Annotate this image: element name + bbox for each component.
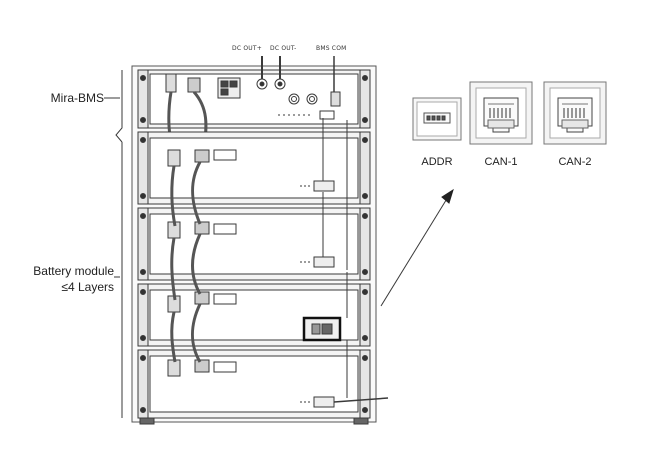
dc-out-minus-label: DC OUT- [270, 45, 297, 52]
bms-bracket [115, 70, 123, 143]
battery-module-3 [137, 272, 371, 347]
battery-module-1 [137, 118, 371, 205]
battery-module-4 [137, 340, 389, 419]
port-label-can2: CAN-2 [558, 156, 592, 168]
port-label-can1: CAN-1 [484, 156, 518, 168]
bms-com-label: BMS COM [316, 45, 347, 52]
port-label-addr: ADDR [421, 156, 453, 168]
can2-port-illustration [543, 81, 607, 145]
bms-unit [137, 69, 371, 151]
mira-bms-label: Mira-BMS [50, 91, 104, 105]
battery-module-2 [137, 192, 371, 281]
can1-port-illustration [469, 81, 533, 145]
dc-out-plus-label: DC OUT+ [232, 45, 262, 52]
battery-module-label-line2: ≤4 Layers [61, 280, 114, 294]
callout-arrow-line [380, 196, 449, 307]
callout-arrowhead [441, 188, 454, 204]
addr-port-illustration [412, 97, 462, 141]
terminator-cable [333, 397, 389, 403]
battery-module-label-line1: Battery module [33, 264, 114, 278]
